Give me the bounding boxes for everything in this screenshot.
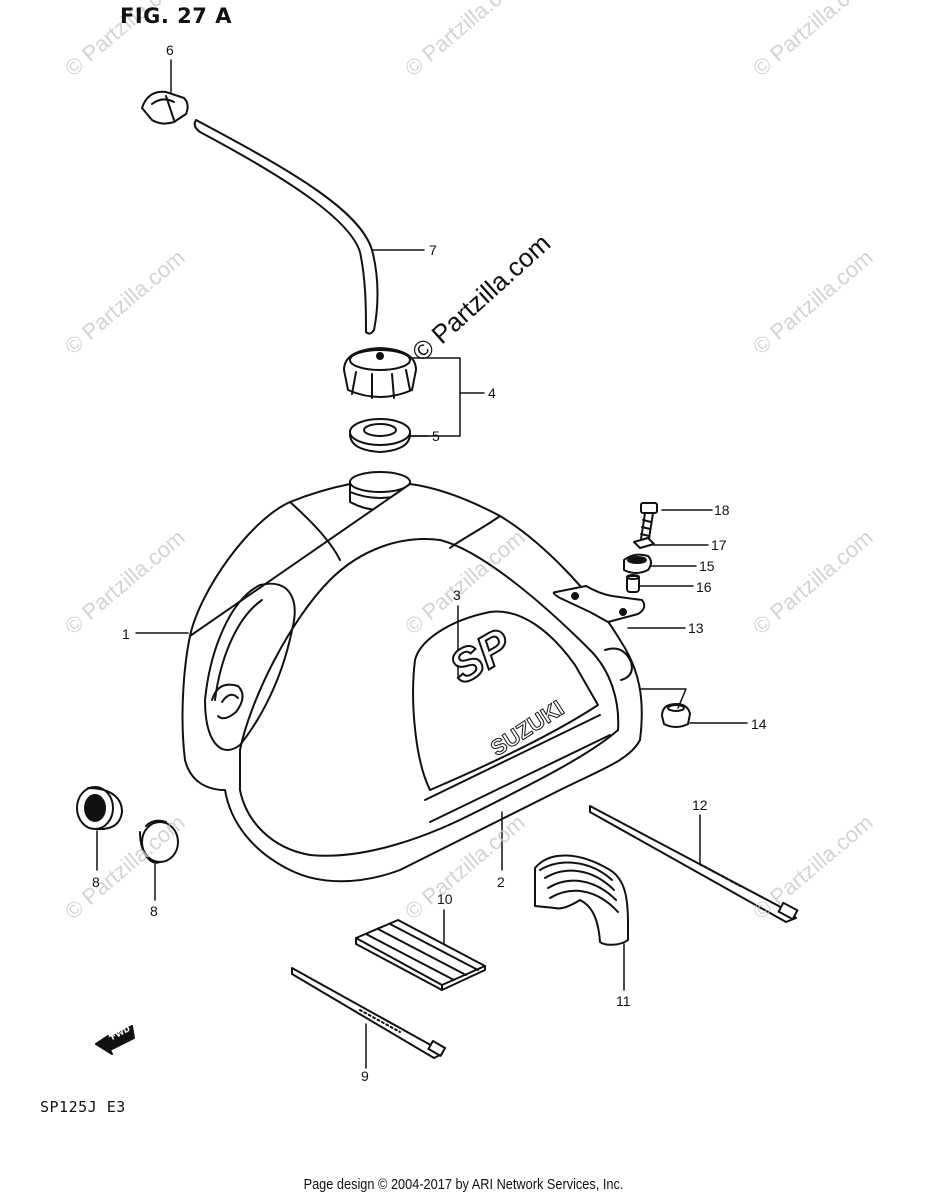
part-8-cap-a (76, 786, 123, 831)
callout-13[interactable]: 13 (688, 620, 704, 636)
figure-title: FIG. 27 A (120, 4, 232, 28)
part-6-hose-clamp (141, 90, 189, 125)
part-10-cushion-pad (355, 919, 486, 991)
part-4-fuel-cap (343, 347, 417, 399)
callout-1[interactable]: 1 (122, 626, 130, 642)
callout-9[interactable]: 9 (361, 1068, 369, 1084)
part-14-rubber-cushion (661, 703, 691, 728)
callout-5[interactable]: 5 (432, 428, 440, 444)
part-7-fuel-hose (193, 119, 379, 335)
callout-8[interactable]: 8 (92, 874, 100, 890)
part-8-cap-b (139, 819, 179, 864)
callout-12[interactable]: 12 (692, 797, 708, 813)
callout-17[interactable]: 17 (711, 537, 727, 553)
part-9-strap (291, 967, 447, 1059)
callout-4[interactable]: 4 (488, 385, 496, 401)
part-1-fuel-tank (181, 471, 643, 883)
part-12-strap (589, 805, 799, 923)
fwd-arrow-icon (95, 1025, 135, 1055)
part-11-cushion-cover (534, 854, 629, 946)
part-15-cushion (623, 553, 652, 574)
callout-8-b[interactable]: 8 (150, 903, 158, 919)
part-13-tank-bracket (552, 585, 646, 623)
callout-10[interactable]: 10 (437, 891, 453, 907)
part-16-collar (626, 574, 640, 593)
callout-15[interactable]: 15 (699, 558, 715, 574)
callout-6[interactable]: 6 (166, 42, 174, 58)
callout-3[interactable]: 3 (453, 587, 461, 603)
part-5-cap-gasket (349, 418, 411, 453)
callout-7[interactable]: 7 (429, 242, 437, 258)
page-footer: Page design © 2004-2017 by ARI Network S… (303, 1176, 624, 1193)
leader-lines (96, 59, 748, 1069)
callout-16[interactable]: 16 (696, 579, 712, 595)
callout-14[interactable]: 14 (751, 716, 767, 732)
model-code: SP125J E3 (40, 1098, 126, 1116)
part-18-bolt (640, 502, 658, 540)
callout-11[interactable]: 11 (616, 993, 631, 1009)
callout-2[interactable]: 2 (497, 874, 505, 890)
callout-18[interactable]: 18 (714, 502, 730, 518)
part-17-washer (633, 537, 655, 549)
